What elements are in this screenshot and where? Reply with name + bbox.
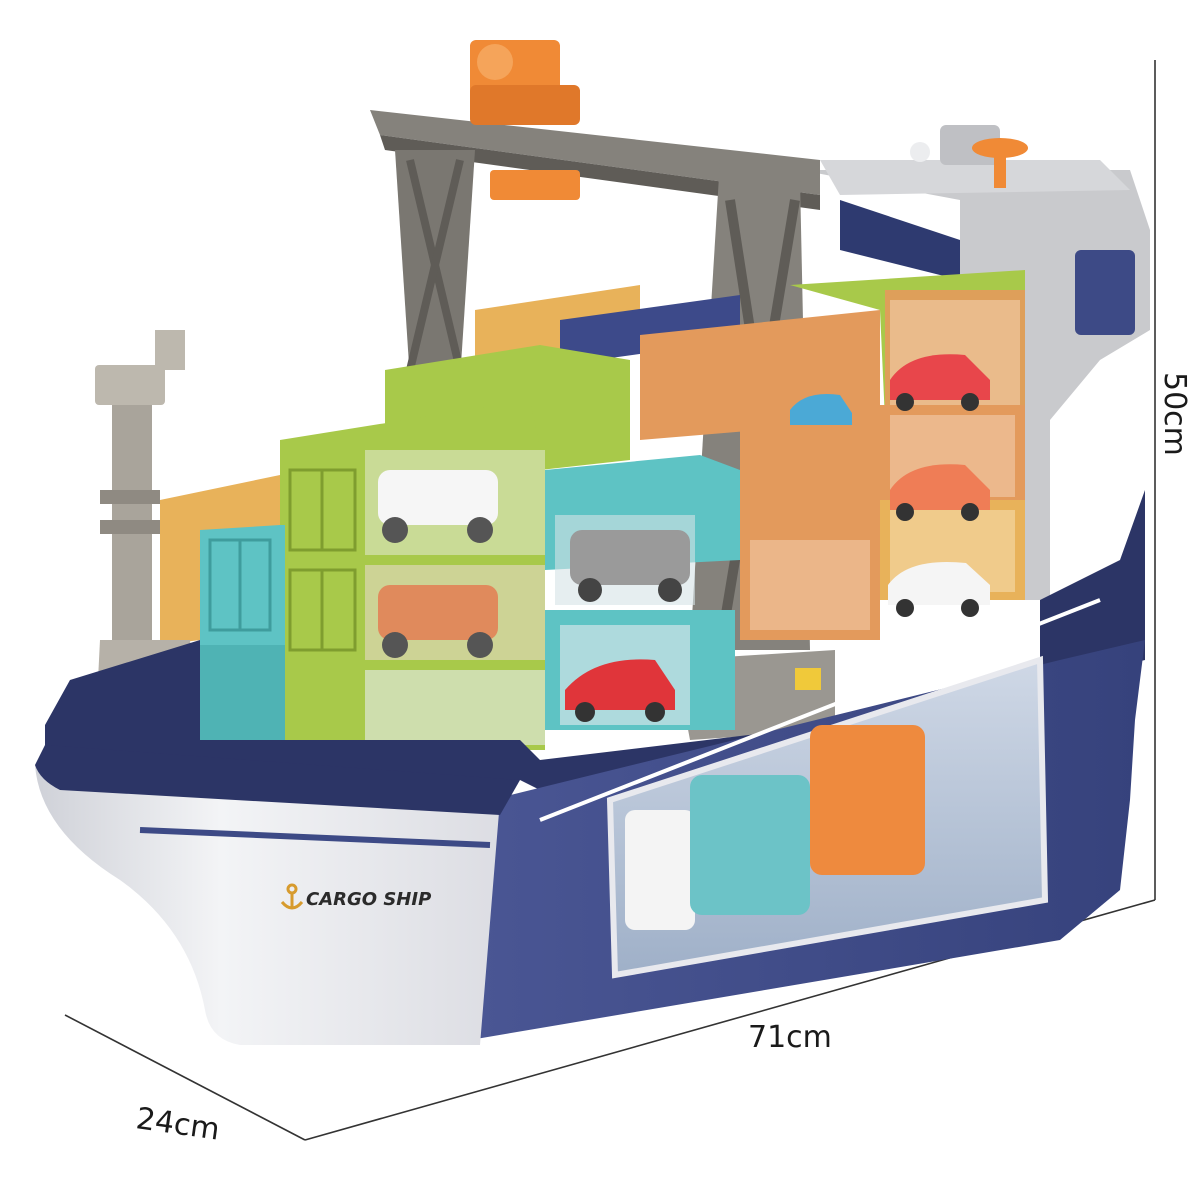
toy-truck-teal bbox=[690, 775, 810, 915]
length-label: 71cm bbox=[748, 1020, 832, 1055]
anchor-icon bbox=[280, 883, 304, 910]
width-dimension-line bbox=[64, 1014, 306, 1141]
hull-branding: CARGO SHIP bbox=[280, 883, 431, 910]
hull-label: CARGO SHIP bbox=[306, 889, 431, 910]
width-label: 24cm bbox=[134, 1101, 222, 1147]
toy-truck-orange bbox=[810, 725, 925, 875]
height-label: 50cm bbox=[1157, 372, 1192, 456]
toy-truck-white bbox=[625, 810, 695, 930]
toy-cars bbox=[378, 354, 990, 722]
ship-hull bbox=[35, 490, 1145, 1045]
